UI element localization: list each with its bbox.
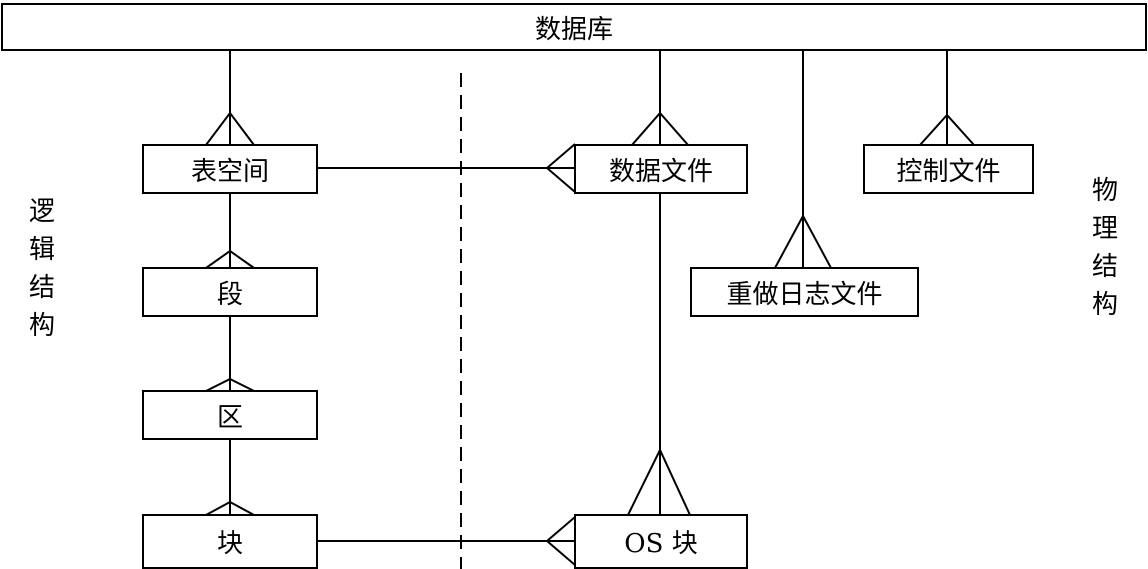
- logical-label-char: 结: [28, 273, 55, 303]
- logical-structure-label: 逻 辑 结 构: [27, 193, 57, 345]
- physical-label-char: 结: [1091, 252, 1118, 282]
- physical-label-char: 理: [1091, 214, 1118, 244]
- crowfoot-osblock-top: [627, 447, 691, 516]
- crowfoot-controlfile: [919, 113, 975, 146]
- physical-structure-label: 物 理 结 构: [1090, 172, 1120, 324]
- crowfoot-tablespace: [205, 111, 255, 146]
- tablespace-box: 表空间: [142, 144, 318, 194]
- crowfoot-datafile-top: [631, 111, 689, 146]
- crowfoot-block: [205, 500, 255, 516]
- block-box: 块: [142, 514, 318, 569]
- crowfoot-segment: [205, 249, 255, 269]
- database-box: 数据库: [1, 3, 1147, 51]
- controlfile-box: 控制文件: [863, 144, 1034, 194]
- physical-label-char: 构: [1091, 290, 1118, 320]
- crowfoot-extent: [205, 377, 255, 392]
- logical-label-char: 逻: [28, 197, 55, 227]
- osblock-box: OS 块: [574, 514, 748, 569]
- crowfoot-datafile-left: [545, 143, 576, 193]
- crowfoot-osblock-left: [545, 516, 576, 566]
- crowfoot-redo: [774, 213, 832, 269]
- segment-box: 段: [142, 267, 318, 317]
- extent-box: 区: [142, 390, 318, 440]
- datafile-box: 数据文件: [574, 144, 748, 194]
- logical-label-char: 辑: [28, 235, 55, 265]
- physical-label-char: 物: [1091, 176, 1118, 206]
- logical-label-char: 构: [28, 311, 55, 341]
- redolog-box: 重做日志文件: [690, 267, 919, 317]
